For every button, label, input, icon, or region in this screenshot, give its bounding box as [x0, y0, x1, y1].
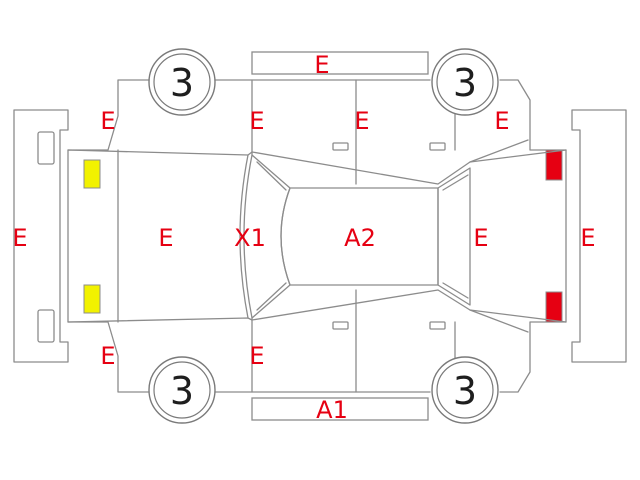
front-bumper [13, 109, 69, 363]
left-side-profile [67, 51, 567, 185]
rear-lamp-upper [545, 149, 563, 181]
tire-rear-left-number: 3 [453, 61, 477, 105]
tire-front-right-number: 3 [170, 369, 194, 413]
code-rear-door-top: E [354, 107, 369, 135]
right-side-profile [67, 289, 567, 421]
tire-rear-right: 3 [431, 356, 499, 424]
code-front-door-top: E [249, 107, 264, 135]
tire-front-right: 3 [148, 356, 216, 424]
front-lamp-lower [83, 284, 101, 314]
code-rear-fender-top: E [494, 107, 509, 135]
code-roof: A2 [344, 224, 376, 252]
rear-lamp-lower [545, 291, 563, 323]
rear-bumper [571, 109, 627, 363]
code-roof-strip-top: E [314, 51, 329, 79]
tire-front-left: 3 [148, 48, 216, 116]
condition-codes: E E E E E E E X1 A2 E E E E A1 [12, 51, 595, 424]
code-windshield: X1 [234, 224, 266, 252]
tire-rear-right-number: 3 [453, 369, 477, 413]
code-front-bumper: E [12, 224, 27, 252]
code-hood: E [158, 224, 173, 252]
tire-rear-left: 3 [431, 48, 499, 116]
code-rocker-bottom: A1 [316, 396, 348, 424]
code-rear-window: E [473, 224, 488, 252]
code-front-fender-bottom: E [100, 342, 115, 370]
tire-front-left-number: 3 [170, 61, 194, 105]
code-front-door-bottom: E [249, 342, 264, 370]
code-front-fender-top: E [100, 107, 115, 135]
front-lamp-upper [83, 159, 101, 189]
vehicle-top-view [67, 139, 567, 333]
code-rear-bumper: E [580, 224, 595, 252]
